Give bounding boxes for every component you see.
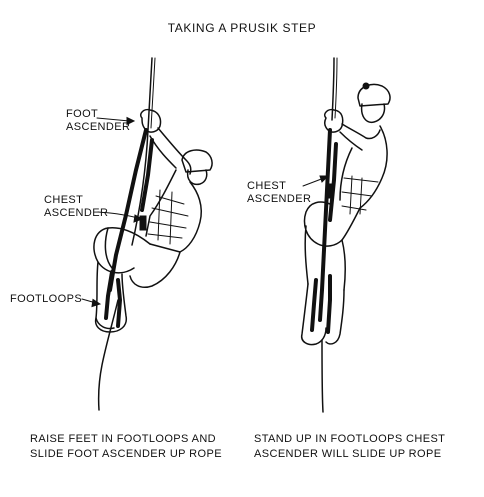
footloops-label: FOOTLOOPS (10, 293, 83, 305)
left-torso (149, 181, 202, 253)
left-leg (93, 227, 151, 274)
left-helmet (181, 149, 213, 173)
left-hand (139, 108, 162, 133)
right-chest-ascender-label-line1: CHEST (247, 180, 287, 192)
left-climber (93, 57, 213, 411)
right-footloop (310, 274, 332, 334)
left-caption-line2: SLIDE FOOT ASCENDER UP ROPE (30, 448, 222, 460)
right-chest-ascender-label-line2: ASCENDER (247, 193, 312, 205)
right-caption-line1: STAND UP IN FOOTLOOPS CHEST (254, 433, 446, 445)
left-footloop (104, 270, 123, 328)
left-chest-ascender-leader (97, 211, 139, 219)
right-rope (321, 57, 335, 413)
diagram-title: TAKING A PRUSIK STEP (167, 21, 317, 35)
right-climber (300, 57, 391, 413)
left-chest-ascender (139, 215, 147, 231)
left-chest-ascender-label-line2: ASCENDER (44, 207, 109, 219)
right-torso (359, 125, 388, 209)
leader-lines (81, 116, 330, 308)
foot-ascender-leader (96, 117, 131, 122)
right-chest-ascender (325, 183, 333, 199)
right-hand (323, 108, 344, 133)
right-foot-sling (318, 128, 332, 322)
right-leg (303, 201, 361, 247)
foot-ascender-label-line1: FOOT (66, 108, 99, 120)
right-helmet (357, 83, 391, 107)
left-caption-line1: RAISE FEET IN FOOTLOOPS AND (30, 433, 217, 445)
right-caption-line2: ASCENDER WILL SLIDE UP ROPE (254, 448, 442, 460)
left-chest-ascender-label-line1: CHEST (44, 194, 84, 206)
foot-ascender-label-line2: ASCENDER (66, 121, 131, 133)
right-chest-ascender-leader (302, 177, 325, 187)
